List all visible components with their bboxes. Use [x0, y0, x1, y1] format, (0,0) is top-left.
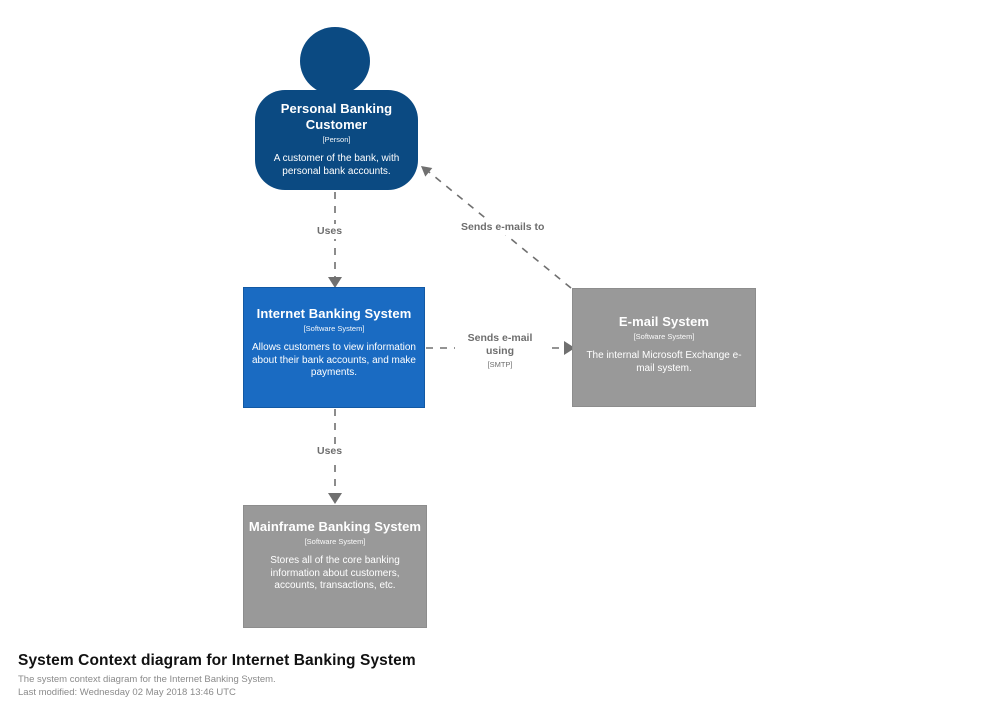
system-name: Internet Banking System [256, 306, 412, 321]
system-node-mainframe-banking-system: Mainframe Banking System [Software Syste… [243, 505, 427, 628]
system-description: The internal Microsoft Exchange e-mail s… [586, 349, 742, 374]
person-name: Personal Banking Customer [280, 101, 393, 132]
relationship-label-text: Sends e-mail using [467, 332, 533, 358]
system-description: Stores all of the core banking informati… [270, 554, 400, 592]
arrowhead-icon [421, 166, 433, 177]
system-type-tag: [Software System] [304, 536, 366, 546]
person-type-tag: [Person] [322, 134, 351, 144]
system-node-email-system: E-mail System [Software System] The inte… [572, 288, 756, 407]
system-name: E-mail System [618, 314, 710, 329]
diagram-title: System Context diagram for Internet Bank… [18, 652, 416, 669]
relationship-line-sends-emails-to [428, 171, 572, 289]
arrowhead-icon [328, 493, 342, 504]
arrowhead-icon [328, 277, 342, 288]
system-name: Mainframe Banking System [248, 519, 422, 534]
system-node-internet-banking-system: Internet Banking System [Software System… [243, 287, 425, 408]
system-description: Allows customers to view information abo… [252, 341, 416, 379]
person-description: A customer of the bank, with personal ba… [273, 152, 400, 177]
relationship-label-uses-2: Uses [314, 444, 346, 460]
arrowhead-icon [564, 341, 575, 355]
person-node-body: Personal Banking Customer [Person] A cus… [255, 90, 418, 190]
person-head-icon [300, 27, 370, 95]
relationship-label-uses-1: Uses [314, 224, 346, 240]
relationship-technology-tag: [SMTP] [487, 360, 513, 370]
system-type-tag: [Software System] [633, 331, 695, 341]
diagram-last-modified: Last modified: Wednesday 02 May 2018 13:… [18, 686, 236, 698]
relationship-label-sends-emails-to: Sends e-mails to [458, 220, 548, 236]
diagram-subtitle: The system context diagram for the Inter… [18, 674, 276, 685]
system-type-tag: [Software System] [303, 323, 365, 333]
relationship-label-sends-email-using: Sends e-mail using [SMTP] [455, 331, 545, 371]
diagram-footer: System Context diagram for Internet Bank… [18, 652, 958, 699]
